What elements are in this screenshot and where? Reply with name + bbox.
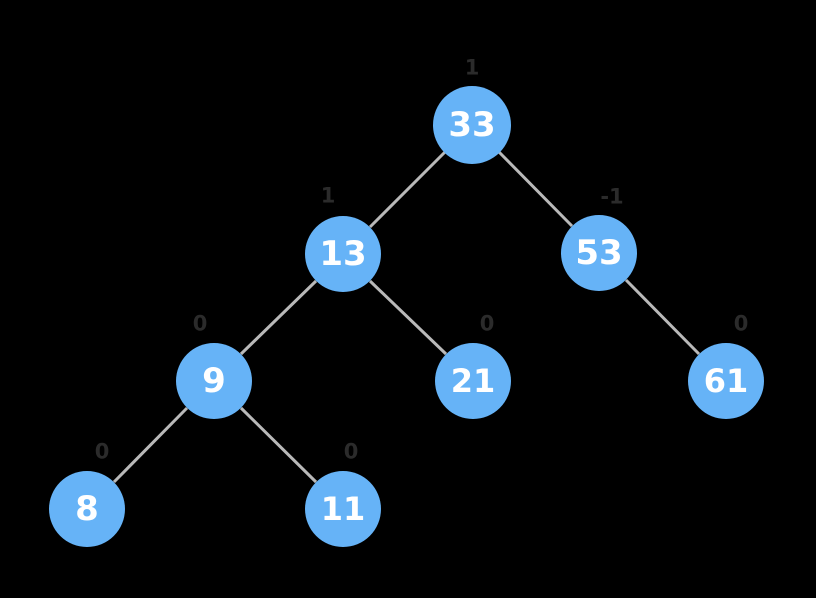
tree-node-8[interactable]: 8 — [49, 471, 125, 547]
tree-edge — [368, 150, 447, 229]
balance-factor-label-8: 0 — [94, 439, 110, 464]
tree-node-value: 9 — [202, 361, 226, 401]
tree-edge — [112, 406, 189, 484]
balance-factor-label-53: -1 — [600, 184, 624, 209]
balance-factor-label-33: 1 — [464, 55, 480, 80]
balance-factor-label-11: 0 — [343, 439, 359, 464]
tree-node-33[interactable]: 33 — [433, 86, 511, 164]
tree-edge — [497, 150, 574, 228]
tree-edge — [239, 406, 318, 484]
tree-node-13[interactable]: 13 — [305, 216, 381, 292]
tree-node-value: 33 — [448, 105, 496, 145]
balance-factor-label-13: 1 — [320, 183, 336, 208]
tree-node-53[interactable]: 53 — [561, 215, 637, 291]
tree-node-9[interactable]: 9 — [176, 343, 252, 419]
tree-edge — [624, 278, 701, 356]
tree-node-value: 13 — [319, 234, 367, 274]
tree-node-value: 8 — [75, 489, 99, 529]
tree-edge — [368, 279, 448, 356]
tree-node-21[interactable]: 21 — [435, 343, 511, 419]
balance-factor-label-9: 0 — [192, 311, 208, 336]
balance-factor-label-61: 0 — [733, 311, 749, 336]
tree-node-value: 61 — [703, 362, 749, 400]
tree-edge — [239, 279, 318, 356]
tree-node-11[interactable]: 11 — [305, 471, 381, 547]
tree-node-value: 53 — [575, 233, 623, 273]
tree-node-value: 21 — [450, 362, 496, 400]
balance-factor-label-21: 0 — [479, 311, 495, 336]
tree-node-value: 11 — [320, 490, 366, 528]
tree-node-61[interactable]: 61 — [688, 343, 764, 419]
